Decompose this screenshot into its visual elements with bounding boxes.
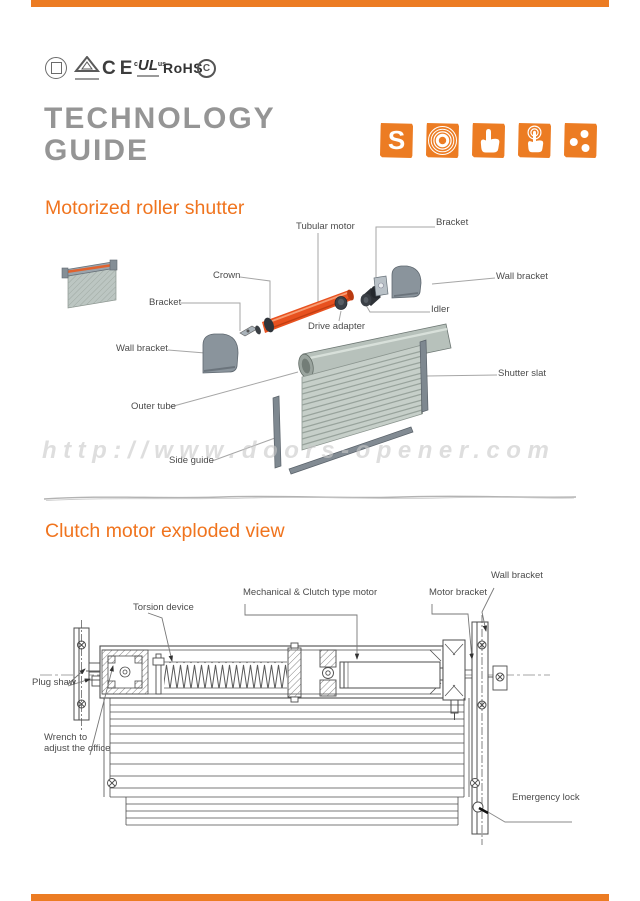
website-watermark: http://www.doors-opener.com: [42, 437, 556, 464]
motorized-roller-shutter-diagram: [61, 226, 498, 475]
bearing-block: [101, 649, 149, 695]
concentric-rings-icon: [426, 123, 459, 158]
label-drive-adapter: Drive adapter: [308, 321, 366, 332]
left-wall-bracket-plate: [73, 620, 90, 730]
label-wall-bracket-right: Wall bracket: [496, 271, 548, 282]
left-bracket-part: [239, 325, 258, 337]
bracket-plate-part: [373, 275, 389, 297]
ce-mark: CE: [102, 58, 137, 79]
clutch-divider: [287, 642, 302, 703]
section2-title: Clutch motor exploded view: [45, 520, 285, 542]
tuv-triangle-icon: [73, 55, 101, 80]
c-mark-icon: C: [197, 59, 216, 78]
rolled-curtain: [103, 698, 470, 798]
touch-hand-icon: [518, 123, 551, 158]
pointing-hand-icon: [472, 123, 505, 158]
page-title: TECHNOLOGY GUIDE: [44, 103, 276, 167]
top-orange-bar: [31, 0, 609, 7]
clutch-motor-exploded-diagram: [40, 587, 572, 845]
motor-body: [339, 661, 443, 689]
page-title-line1: TECHNOLOGY: [44, 102, 276, 135]
shutter-curtain-part: [301, 344, 423, 451]
rohs-mark: RoHS: [163, 60, 204, 76]
label-tubular-motor: Tubular motor: [296, 221, 355, 232]
label-outer-tube: Outer tube: [131, 401, 176, 412]
side-guide-right-part: [419, 339, 429, 413]
tubular-motor-part: [255, 289, 354, 335]
curtain-section: [125, 797, 459, 826]
adjustment-bolt: [152, 653, 165, 695]
label-torsion-device: Torsion device: [133, 602, 194, 613]
diagram2-leader-lines: [67, 587, 495, 756]
clutch-bearing: [319, 649, 337, 697]
ul-mark: cULus: [134, 57, 167, 74]
side-guide-left-part: [272, 395, 282, 469]
label-wrench-line1: Wrench to: [44, 732, 88, 743]
assembled-shutter-thumbnail: [61, 259, 118, 309]
letter-s-icon: S: [380, 123, 413, 158]
label-mechanical-clutch-motor: Mechanical & Clutch type motor: [243, 587, 378, 598]
label-wall-bracket-left: Wall bracket: [116, 343, 168, 354]
label-bracket-top: Bracket: [436, 217, 469, 228]
label-crown: Crown: [213, 270, 241, 281]
torsion-spring: [164, 661, 287, 689]
side-screws: [107, 778, 480, 788]
bottom-bar-part: [288, 426, 414, 475]
drive-adapter-part: [334, 296, 348, 310]
section1-title: Motorized roller shutter: [45, 197, 245, 219]
label-side-guide: Side guide: [169, 455, 214, 466]
label-shutter-slat: Shutter slat: [498, 368, 547, 379]
ul-listed-text: [137, 75, 159, 77]
label-plug-shaw: Plug shaw: [32, 677, 76, 688]
label-bracket-left: Bracket: [149, 297, 182, 308]
tuv-round-badge-icon: [45, 57, 67, 79]
left-wall-bracket-part: [202, 333, 239, 374]
label-wall-bracket-2: Wall bracket: [491, 570, 543, 581]
housing-end-cap: [442, 639, 472, 720]
section-divider: [43, 495, 577, 501]
label-wrench: Wrench to adjust the office: [44, 732, 110, 754]
three-dots-icon: [564, 123, 597, 158]
label-motor-bracket: Motor bracket: [429, 587, 488, 598]
label-emergency-lock: Emergency lock: [512, 792, 580, 803]
emergency-lock-part: [472, 801, 572, 823]
bottom-orange-bar: [31, 894, 609, 901]
motor-mount-bracket: [488, 665, 508, 691]
icon-tiles: S: [380, 123, 597, 158]
label-idler: Idler: [431, 304, 450, 315]
outer-tube-part: [298, 323, 452, 379]
label-wrench-line2: adjust the office: [44, 743, 111, 754]
page-title-line2: GUIDE: [44, 134, 150, 167]
right-wall-bracket-part: [391, 265, 422, 299]
